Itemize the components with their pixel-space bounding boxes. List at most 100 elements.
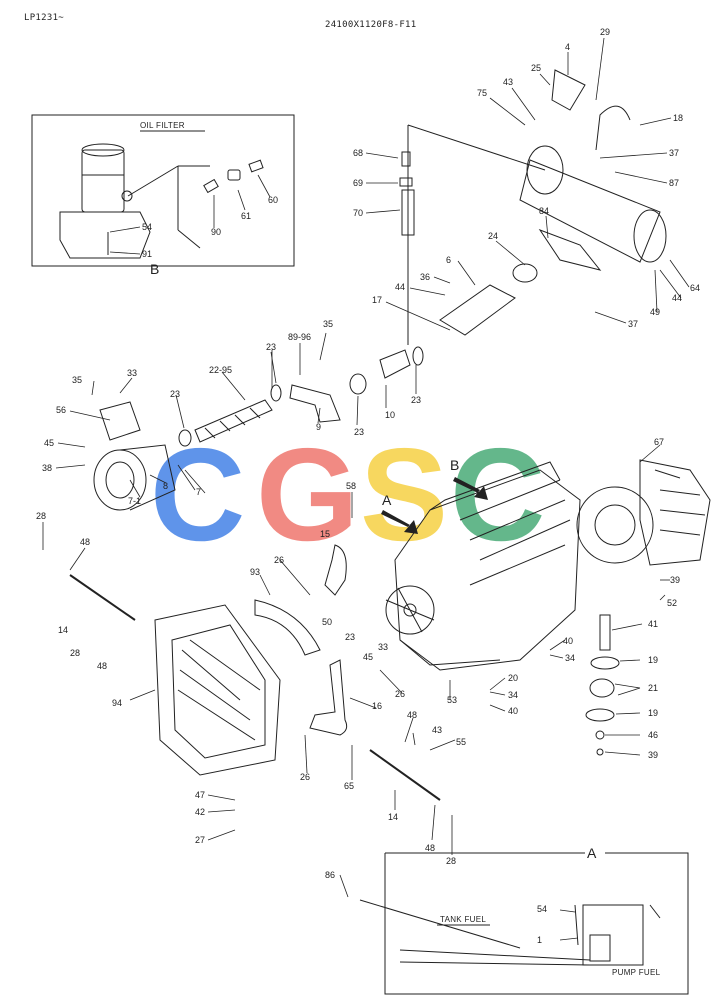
label-23-d: 23: [411, 395, 421, 405]
muffler-assembly: [399, 69, 667, 345]
label-45-left: 45: [44, 438, 54, 448]
label-33-mid: 33: [378, 642, 388, 652]
callout-arrows: [381, 477, 488, 534]
label-34-mid: 34: [508, 690, 518, 700]
label-4: 4: [565, 42, 570, 52]
label-9: 9: [316, 422, 321, 432]
label-44-right: 44: [672, 293, 682, 303]
label-89-96: 89-96: [288, 332, 311, 342]
label-52: 52: [667, 598, 677, 608]
label-49: 49: [650, 307, 660, 317]
engine-mounts: [585, 614, 620, 756]
label-10: 10: [385, 410, 395, 420]
label-87: 87: [669, 178, 679, 188]
label-84: 84: [539, 206, 549, 216]
label-7: 7: [196, 487, 201, 497]
radiator: [154, 599, 321, 776]
label-18: 18: [673, 113, 683, 123]
label-48-a: 48: [80, 537, 90, 547]
label-14-bottom: 14: [388, 812, 398, 822]
label-23-e: 23: [345, 632, 355, 642]
label-43-mid: 43: [432, 725, 442, 735]
label-64: 64: [690, 283, 700, 293]
label-17: 17: [372, 295, 382, 305]
label-42: 42: [195, 807, 205, 817]
pump-fuel-caption: PUMP FUEL: [612, 968, 661, 977]
header-center-code: 24100X1120F8-F11: [325, 20, 417, 30]
label-48-mid: 48: [407, 710, 417, 720]
label-61: 61: [241, 211, 251, 221]
label-19-bottom: 19: [648, 708, 658, 718]
label-23-c: 23: [354, 427, 364, 437]
label-86: 86: [325, 870, 335, 880]
label-1: 53: [447, 695, 457, 705]
inset-a-letter: A: [587, 845, 597, 861]
label-23-a: 23: [266, 342, 276, 352]
watermark-letter-c2: C: [450, 421, 545, 568]
header-left-code: LP1231~: [24, 13, 65, 23]
label-7-1: 7-1: [128, 496, 141, 506]
label-46: 46: [648, 730, 658, 740]
watermark-letter-g: G: [256, 421, 359, 568]
label-28-bottom: 28: [446, 856, 456, 866]
label-20: 20: [508, 673, 518, 683]
label-35-top: 35: [323, 319, 333, 329]
label-39-top: 39: [670, 575, 680, 585]
label-48-bottom: 48: [425, 843, 435, 853]
label-15: 15: [320, 529, 330, 539]
inset-b-oil-filter: [31, 114, 295, 267]
label-43: 43: [503, 77, 513, 87]
label-93: 93: [250, 567, 260, 577]
label-53: 1: [537, 935, 542, 945]
hoses-and-pipes: [69, 346, 441, 801]
label-68: 68: [353, 148, 363, 158]
label-48-b: 48: [97, 661, 107, 671]
label-26-top: 26: [274, 555, 284, 565]
label-34-top: 34: [565, 653, 575, 663]
arrow-b-label: B: [450, 457, 459, 473]
part-number-labels: 29 4 25 43 75 18 37 87 68 69 70 84 24 64…: [36, 27, 700, 945]
label-45-mid: 45: [363, 652, 373, 662]
label-33-left: 33: [127, 368, 137, 378]
label-37-bottom: 37: [628, 319, 638, 329]
inset-a-fuel: [359, 852, 689, 995]
label-26-bottom: 26: [300, 772, 310, 782]
label-55: 65: [344, 781, 354, 791]
label-40-top: 40: [563, 636, 573, 646]
label-54-a: 54: [537, 904, 547, 914]
label-8: 8: [163, 481, 168, 491]
label-14-left: 14: [58, 625, 68, 635]
label-37-top: 37: [669, 148, 679, 158]
label-47: 47: [195, 790, 205, 800]
engine-block: [385, 459, 711, 671]
air-cleaner: [93, 401, 176, 511]
label-90: 90: [211, 227, 221, 237]
label-75: 75: [477, 88, 487, 98]
label-39-bottom: 39: [648, 750, 658, 760]
label-58: 58: [346, 481, 356, 491]
label-6: 6: [446, 255, 451, 265]
label-50: 50: [322, 617, 332, 627]
label-16: 16: [372, 701, 382, 711]
label-70: 70: [353, 208, 363, 218]
label-91: 91: [142, 249, 152, 259]
label-38: 38: [42, 463, 52, 473]
label-56: 56: [56, 405, 66, 415]
label-40-mid: 40: [508, 706, 518, 716]
label-67: 67: [654, 437, 664, 447]
leader-lines: [42, 37, 690, 941]
label-29: 29: [600, 27, 610, 37]
label-60: 60: [268, 195, 278, 205]
label-26-mid: 26: [395, 689, 405, 699]
oil-filter-caption: OIL FILTER: [140, 121, 185, 130]
label-69: 69: [353, 178, 363, 188]
label-28-b: 28: [70, 648, 80, 658]
inset-b-letter: B: [150, 261, 159, 277]
label-25: 25: [531, 63, 541, 73]
label-24: 24: [488, 231, 498, 241]
label-19-top: 19: [648, 655, 658, 665]
label-27: 27: [195, 835, 205, 845]
watermark-letter-s: S: [360, 421, 448, 568]
